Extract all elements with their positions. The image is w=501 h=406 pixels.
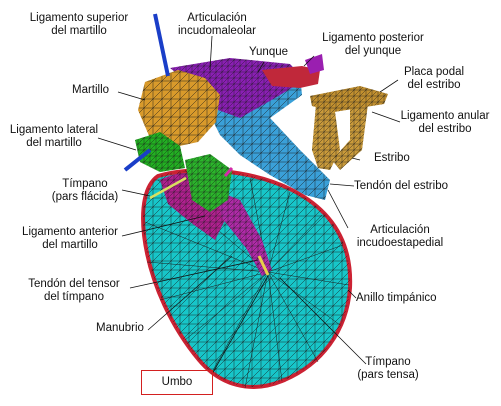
label-line: (pars tensa) — [348, 369, 428, 382]
label-line: Ligamento anterior — [16, 226, 124, 239]
label-lateral-malleus-ligament: Ligamento lateral del martillo — [4, 124, 104, 150]
label-line: Ligamento posterior — [313, 32, 433, 45]
label-anterior-malleus-ligament: Ligamento anterior del martillo — [16, 226, 124, 252]
label-tympanic-annulus: Anillo timpánico — [356, 292, 437, 305]
label-posterior-incus-ligament: Ligamento posterior del yunque — [313, 32, 433, 58]
label-pars-flaccida: Tímpano (pars flácida) — [44, 178, 126, 204]
label-umbo: Umbo — [142, 376, 212, 388]
label-stapedius-tendon: Tendón del estribo — [354, 180, 448, 193]
label-line: Ligamento anular — [392, 110, 498, 123]
label-line: Tímpano — [348, 356, 428, 369]
label-line: Ligamento lateral — [4, 124, 104, 137]
label-line: Articulación — [172, 12, 262, 25]
label-incudostapedial-joint: Articulación incudoestapedial — [352, 224, 448, 250]
label-line: del martillo — [4, 137, 104, 150]
label-tensor-tympani-tendon: Tendón del tensor del tímpano — [20, 278, 128, 304]
label-stapes-footplate: Placa podal del estribo — [393, 66, 475, 92]
label-line: Placa podal — [393, 66, 475, 79]
label-line: del estribo — [392, 123, 498, 136]
label-line: Articulación — [352, 224, 448, 237]
label-manubrium: Manubrio — [96, 322, 144, 335]
label-line: del martillo — [24, 25, 134, 38]
label-annular-ligament: Ligamento anular del estribo — [392, 110, 498, 136]
umbo-highlight-box: Umbo — [141, 370, 213, 395]
label-line: incudomaleolar — [172, 25, 262, 38]
label-malleus: Martillo — [72, 84, 109, 97]
label-line: Tendón del tensor — [20, 278, 128, 291]
label-line: del estribo — [393, 79, 475, 92]
label-line: (pars flácida) — [44, 191, 126, 204]
label-line: incudoestapedial — [352, 237, 448, 250]
label-superior-malleus-ligament: Ligamento superior del martillo — [24, 12, 134, 38]
label-line: Tímpano — [44, 178, 126, 191]
label-line: del yunque — [313, 45, 433, 58]
label-stapes: Estribo — [374, 152, 410, 165]
posterior-incus-ligament — [262, 54, 324, 88]
superior-ligament-rod — [155, 14, 168, 76]
label-line: del tímpano — [20, 291, 128, 304]
stapes-footplate — [310, 86, 388, 112]
label-line: Ligamento superior — [24, 12, 134, 25]
label-incus: Yunque — [249, 46, 288, 59]
label-incudomalleolar-joint: Articulación incudomaleolar — [172, 12, 262, 38]
label-pars-tensa: Tímpano (pars tensa) — [348, 356, 428, 382]
label-line: del martillo — [16, 239, 124, 252]
